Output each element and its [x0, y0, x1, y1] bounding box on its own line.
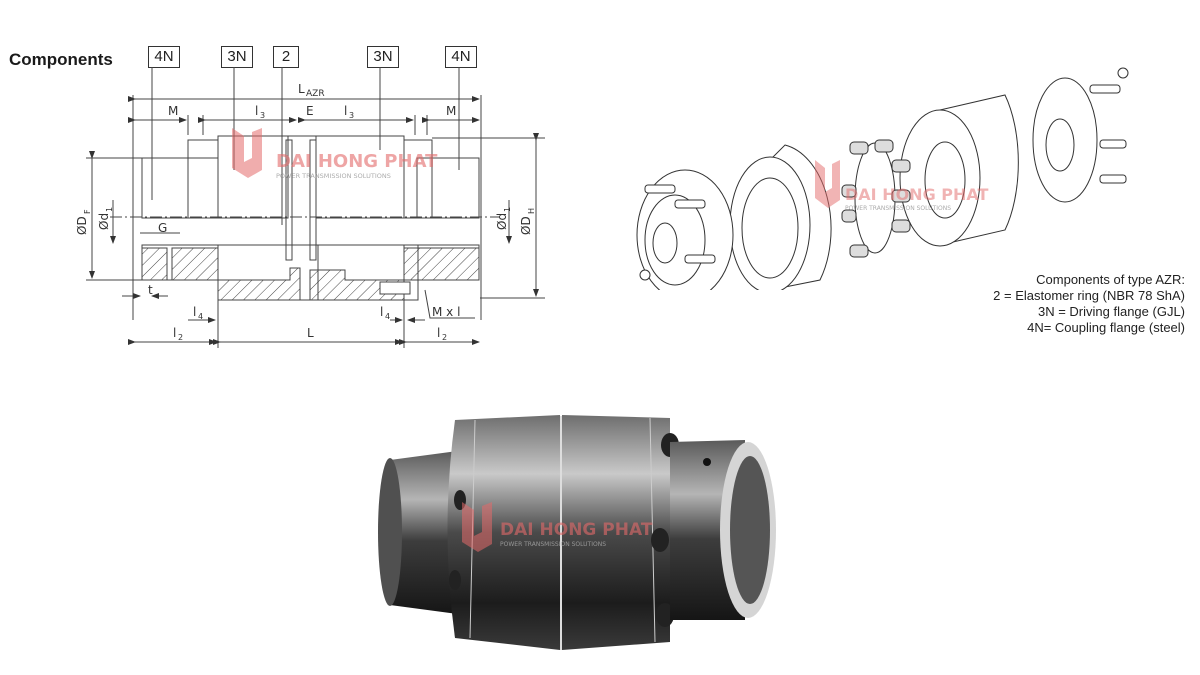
watermark-tagline: POWER TRANSMISSION SOLUTIONS: [276, 172, 391, 180]
svg-text:ØD: ØD: [75, 216, 89, 235]
callout-3n-left: 3N: [221, 46, 253, 68]
callout-4n-right: 4N: [445, 46, 477, 68]
svg-text:2: 2: [178, 333, 183, 342]
coupling-product-image: DAI HONG PHAT POWER TRANSMISSION SOLUTIO…: [378, 415, 776, 650]
callout-2: 2: [273, 46, 299, 68]
svg-text:4: 4: [385, 312, 390, 321]
svg-text:L: L: [298, 82, 305, 96]
svg-text:L: L: [307, 326, 314, 340]
svg-text:ØD: ØD: [519, 216, 533, 235]
components-legend: Components of type AZR: 2 = Elastomer ri…: [993, 272, 1185, 336]
svg-text:2: 2: [442, 333, 447, 342]
section-title: Components: [9, 50, 113, 69]
svg-text:t: t: [148, 283, 153, 297]
svg-text:F: F: [83, 209, 92, 214]
svg-text:M x l: M x l: [432, 305, 460, 319]
svg-text:AZR: AZR: [306, 89, 325, 99]
svg-text:1: 1: [105, 207, 114, 212]
svg-text:3: 3: [349, 111, 354, 120]
svg-text:M: M: [168, 104, 178, 118]
svg-text:l: l: [255, 104, 258, 118]
watermark-brand-exploded: DAI HONG PHAT: [845, 185, 989, 204]
svg-text:G: G: [158, 221, 167, 235]
callout-3n-right: 3N: [367, 46, 399, 68]
callout-4n-left: 4N: [148, 46, 180, 68]
watermark-tagline-exploded: POWER TRANSMISSION SOLUTIONS: [845, 205, 951, 212]
svg-text:l: l: [193, 305, 196, 319]
legend-item-driving-flange: 3N = Driving flange (GJL): [1037, 304, 1185, 319]
legend-heading: Components of type AZR:: [1036, 272, 1185, 287]
svg-text:l: l: [437, 326, 440, 340]
svg-text:l: l: [380, 305, 383, 319]
watermark-logo-icon: [232, 128, 262, 178]
svg-text:l: l: [173, 326, 176, 340]
exploded-view-drawing: DAI HONG PHAT POWER TRANSMISSION SOLUTIO…: [636, 67, 1129, 290]
svg-text:H: H: [527, 208, 536, 214]
legend-item-coupling-flange: 4N= Coupling flange (steel): [1027, 320, 1185, 335]
watermark-brand: DAI HONG PHAT: [276, 151, 438, 172]
svg-text:1: 1: [503, 207, 512, 212]
svg-text:l: l: [344, 104, 347, 118]
watermark-brand-product: DAI HONG PHAT: [500, 520, 653, 540]
svg-text:4: 4: [198, 312, 203, 321]
svg-text:3: 3: [260, 111, 265, 120]
legend-item-elastomer: 2 = Elastomer ring (NBR 78 ShA): [993, 288, 1185, 303]
watermark-tagline-product: POWER TRANSMISSION SOLUTIONS: [500, 541, 606, 548]
svg-text:Ød: Ød: [97, 213, 111, 230]
svg-text:E: E: [306, 104, 314, 118]
svg-text:M: M: [446, 104, 456, 118]
svg-text:Ød: Ød: [495, 213, 509, 230]
